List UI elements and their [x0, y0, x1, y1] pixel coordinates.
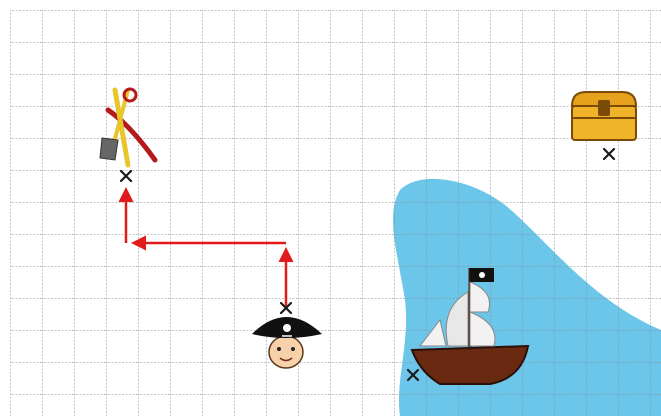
- grid-lines: [10, 10, 661, 416]
- treasure-chest-icon: [572, 92, 636, 140]
